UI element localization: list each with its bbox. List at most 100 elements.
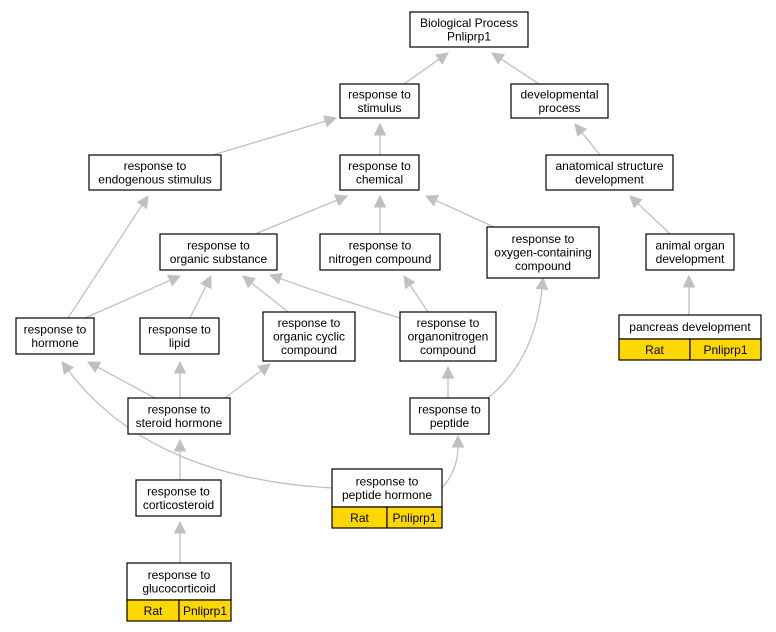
edge-arrowhead <box>451 434 465 448</box>
edge-pepth-to-horm <box>61 361 333 489</box>
term-box <box>409 397 490 435</box>
edge-arrowhead <box>173 360 187 374</box>
edge-line <box>97 366 156 399</box>
term-label-line: response to <box>356 474 419 488</box>
edge-pept-to-orgnit <box>441 365 455 398</box>
term-label-line: Pnliprp1 <box>447 29 491 43</box>
term-label-line: glucocorticoid <box>142 581 215 595</box>
term-label-line: endogenous stimulus <box>98 172 211 186</box>
term-box <box>159 233 278 271</box>
edge-gluc-to-cort <box>173 520 187 563</box>
term-box <box>486 226 600 279</box>
gene-cell <box>178 599 232 622</box>
edge-oxy-to-chem <box>424 195 495 228</box>
term-label-line: developmental <box>520 87 598 101</box>
term-box <box>545 154 674 191</box>
gene-cell <box>386 506 443 529</box>
term-label-line: organic cyclic <box>273 330 345 344</box>
edge-arrowhead <box>242 275 256 289</box>
edge-line <box>189 285 207 319</box>
term-label-line: peptide <box>430 416 470 430</box>
edge-arrowhead <box>574 123 588 137</box>
term-label-line: response to <box>348 159 411 173</box>
term-label-line: pancreas development <box>629 320 751 334</box>
edge-line <box>435 199 495 228</box>
edge-arrowhead <box>268 272 283 285</box>
edge-line <box>637 203 671 235</box>
gene-label: Pnliprp1 <box>392 511 436 525</box>
edge-pepth-to-pept <box>441 434 465 489</box>
edge-arrowhead <box>200 274 212 290</box>
term-label-line: response to <box>278 316 341 330</box>
edge-arrowhead <box>535 276 549 291</box>
edge-line <box>67 204 143 319</box>
edge-arrowhead <box>333 194 349 207</box>
edge-orgsub-to-chem <box>254 194 349 235</box>
term-box <box>262 311 356 362</box>
term-box <box>139 317 220 355</box>
term-label-line: compound <box>515 259 571 273</box>
term-box <box>88 154 222 191</box>
term-label-line: animal organ <box>655 238 724 252</box>
term-label-line: response to <box>418 402 481 416</box>
term-label-line: process <box>538 101 580 115</box>
edge-arrowhead <box>166 274 182 287</box>
term-box <box>339 83 420 119</box>
edge-arrowhead <box>61 361 74 375</box>
edge-arrowhead <box>373 194 387 208</box>
edge-chem-to-stim <box>373 122 387 155</box>
term-box <box>319 233 441 271</box>
edge-ster-to-lipid <box>173 360 187 398</box>
species-label: Rat <box>645 343 664 357</box>
term-label-line: peptide hormone <box>342 488 432 502</box>
edge-line <box>84 279 171 319</box>
term-label-line: response to <box>147 484 210 498</box>
term-box <box>331 468 443 508</box>
term-label-line: organonitrogen <box>408 330 489 344</box>
species-label: Rat <box>144 604 163 618</box>
edge-arrowhead <box>403 275 416 290</box>
edge-line <box>280 278 401 319</box>
edge-arrowhead <box>491 52 506 65</box>
term-label-line: response to <box>417 316 480 330</box>
gene-label: Pnliprp1 <box>703 343 747 357</box>
edge-panc-to-aod <box>682 274 696 315</box>
edge-arrowhead <box>682 274 696 288</box>
term-label-line: chemical <box>356 172 403 186</box>
term-label-line: stimulus <box>357 101 401 115</box>
edge-arrowhead <box>629 195 643 209</box>
edge-horm-to-endo <box>67 195 149 319</box>
edge-line <box>487 288 543 399</box>
edge-line <box>409 284 429 313</box>
term-label-line: organic substance <box>170 252 268 266</box>
term-box <box>409 11 529 48</box>
term-box <box>510 83 609 119</box>
term-label-line: hormone <box>31 336 79 350</box>
edge-line <box>403 58 440 85</box>
term-label-line: response to <box>24 322 87 336</box>
species-label: Rat <box>350 511 369 525</box>
edge-horm-to-orgsub <box>84 274 182 319</box>
